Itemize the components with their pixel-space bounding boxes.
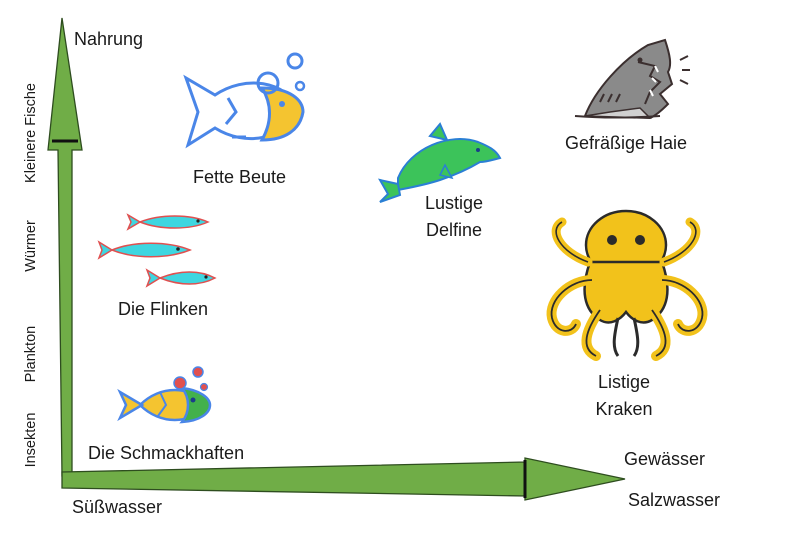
y-axis-arrow — [47, 17, 83, 477]
dolphin-icon — [378, 122, 502, 203]
y-axis-title: Nahrung — [74, 29, 144, 49]
fat-fish-icon — [183, 52, 306, 149]
label-fette-beute: Fette Beute — [193, 167, 287, 187]
x-axis-start-label: Süßwasser — [72, 497, 163, 517]
label-die-schmackhaften: Die Schmackhaften — [88, 443, 245, 463]
y-level-plankton: Plankton — [23, 325, 39, 383]
label-listige-kraken-line2: Kraken — [595, 399, 653, 419]
x-axis-end-label-bottom: Salzwasser — [628, 490, 721, 510]
small-fish-school-icon — [97, 213, 217, 288]
label-listige-kraken-line1: Listige — [597, 372, 651, 392]
label-die-flinken: Die Flinken — [118, 299, 209, 319]
y-level-insekten: Insekten — [23, 412, 39, 468]
shark-icon — [574, 38, 690, 120]
tasty-fish-icon — [117, 366, 212, 424]
label-lustige-delfine-line2: Delfine — [425, 220, 483, 240]
label-gefraessige-haie: Gefräßige Haie — [565, 133, 688, 153]
small-fish-icon — [97, 240, 192, 260]
x-axis-arrow — [61, 457, 626, 501]
x-axis-end-label-top: Gewässer — [624, 449, 706, 469]
small-fish-icon — [145, 268, 217, 288]
octopus-icon — [546, 209, 708, 361]
small-fish-icon — [126, 213, 210, 231]
y-level-kleinere-fische: Kleinere Fische — [23, 83, 39, 183]
y-level-wuermer: Würmer — [23, 220, 39, 272]
label-lustige-delfine-line1: Lustige — [424, 193, 484, 213]
